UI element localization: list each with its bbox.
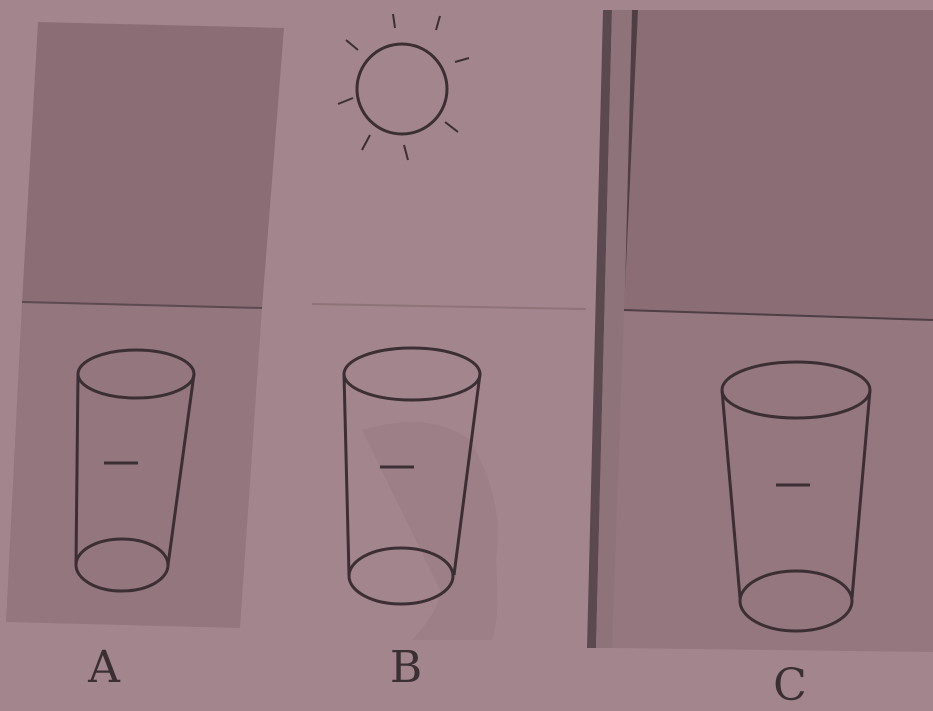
panel-b-horizon [311, 303, 587, 310]
glass-icon [720, 360, 872, 633]
panel-c [612, 10, 933, 652]
panel-a-floor [6, 302, 262, 628]
panel-b [311, 13, 587, 640]
panel-c-floor [612, 310, 933, 652]
panel-a-wall [22, 22, 284, 308]
panel-b-shadow [362, 422, 498, 640]
glass-icon [342, 346, 482, 606]
panel-a-label: A [88, 642, 120, 693]
panel-c-wall [624, 10, 933, 320]
panel-c-horizon [623, 309, 933, 321]
panel-c-label: C [773, 660, 807, 711]
panel-b-label: B [389, 642, 423, 693]
sun-icon [337, 13, 470, 161]
glass-icon [74, 348, 196, 593]
panel-a [6, 22, 284, 628]
panel-a-horizon [21, 301, 263, 309]
